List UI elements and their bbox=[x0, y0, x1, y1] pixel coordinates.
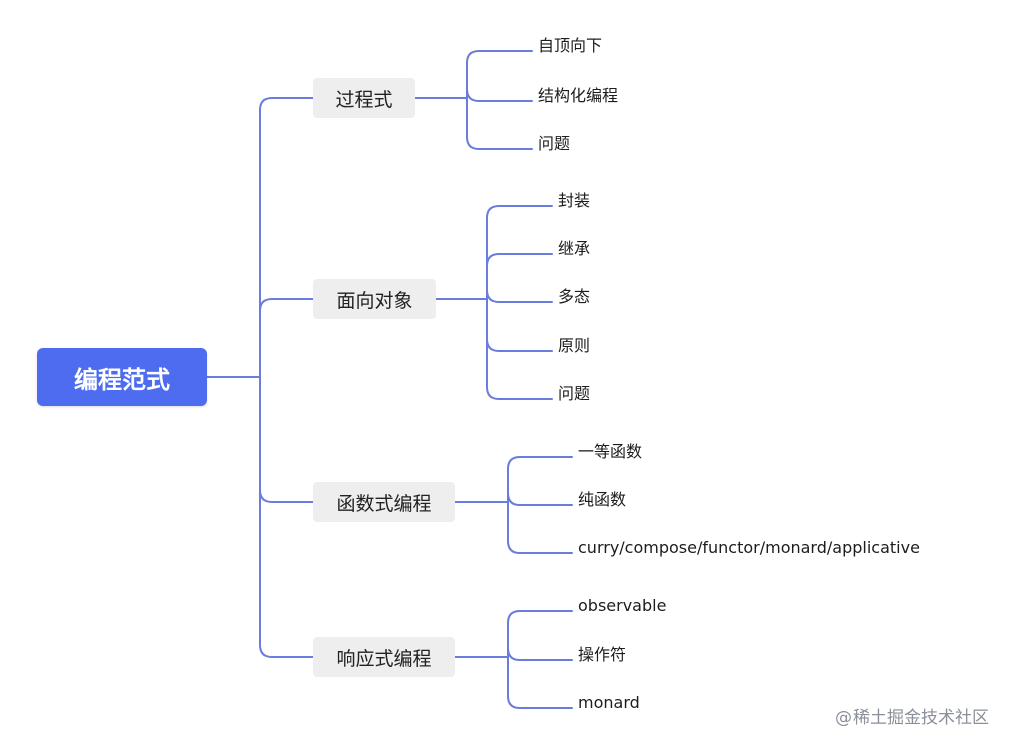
root-node[interactable]: 编程范式 bbox=[37, 348, 207, 406]
branch-node-procedural[interactable]: 过程式 bbox=[313, 78, 415, 118]
leaf-connector bbox=[435, 298, 553, 400]
leaf-node[interactable]: 一等函数 bbox=[578, 442, 643, 461]
leaf-node[interactable]: 自顶向下 bbox=[538, 36, 603, 55]
branch-node-object-oriented[interactable]: 面向对象 bbox=[313, 279, 436, 319]
leaf-node[interactable]: monard bbox=[578, 693, 640, 712]
leaf-node[interactable]: 结构化编程 bbox=[538, 86, 619, 105]
leaf-connector bbox=[414, 88, 533, 102]
watermark-at: @ bbox=[835, 708, 852, 728]
leaf-node[interactable]: 多态 bbox=[558, 287, 591, 306]
leaf-node[interactable]: curry/compose/functor/monard/applicative bbox=[578, 538, 920, 557]
leaf-connector bbox=[435, 298, 553, 352]
leaf-node[interactable]: observable bbox=[578, 596, 667, 615]
leaf-node[interactable]: 封装 bbox=[558, 191, 591, 210]
leaf-connector bbox=[435, 253, 553, 300]
branch-connector bbox=[259, 376, 314, 503]
watermark: @稀土掘金技术社区 bbox=[835, 703, 989, 728]
branch-connector bbox=[259, 298, 314, 378]
leaf-node[interactable]: 纯函数 bbox=[578, 490, 627, 509]
leaf-connector bbox=[414, 50, 533, 99]
watermark-text: 稀土掘金技术社区 bbox=[853, 708, 989, 728]
leaf-connector bbox=[454, 501, 573, 554]
leaf-connector bbox=[414, 97, 533, 150]
leaf-node[interactable]: 问题 bbox=[538, 134, 571, 153]
leaf-connector bbox=[435, 289, 553, 303]
leaf-node[interactable]: 操作符 bbox=[578, 645, 627, 664]
leaf-connector bbox=[454, 456, 573, 503]
leaf-node[interactable]: 继承 bbox=[558, 239, 591, 258]
leaf-node[interactable]: 问题 bbox=[558, 384, 591, 403]
branch-node-reactive[interactable]: 响应式编程 bbox=[313, 637, 455, 677]
branch-connector bbox=[259, 376, 314, 658]
leaf-connector bbox=[454, 647, 573, 661]
leaf-connector bbox=[454, 656, 573, 709]
branch-node-functional[interactable]: 函数式编程 bbox=[313, 482, 455, 522]
leaf-connector bbox=[454, 492, 573, 506]
leaf-connector bbox=[454, 610, 573, 658]
leaf-connector bbox=[435, 205, 553, 300]
leaf-node[interactable]: 原则 bbox=[558, 336, 591, 355]
branch-connector bbox=[259, 97, 314, 378]
